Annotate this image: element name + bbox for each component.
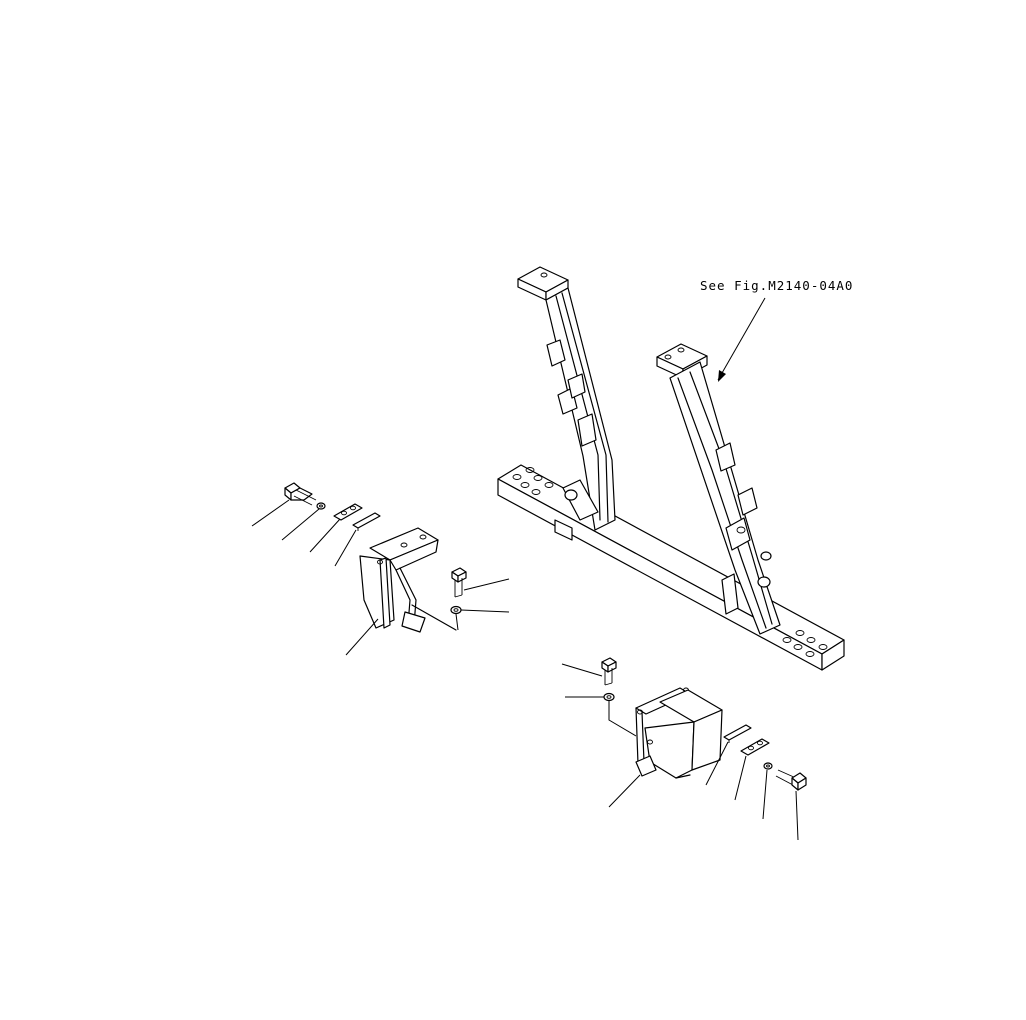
left-washer [316, 502, 326, 510]
left-bolt [284, 482, 317, 506]
right-small-washer [603, 692, 615, 702]
left-small-washer [450, 605, 462, 615]
reference-callout: See Fig.M2140-04A0 [700, 278, 853, 382]
right-bracket [635, 687, 723, 779]
right-bracket-group [561, 657, 807, 841]
right-plate [740, 738, 770, 756]
reference-label: See Fig.M2140-04A0 [700, 278, 853, 293]
frame-assembly [497, 266, 845, 671]
left-bracket-group [251, 482, 510, 656]
right-shim [723, 724, 752, 743]
right-bolt [775, 769, 807, 791]
left-small-bolt [451, 567, 467, 598]
base-beam [497, 464, 845, 671]
right-small-bolt [601, 657, 617, 686]
left-bracket [359, 527, 457, 633]
arrowhead-icon [718, 370, 726, 382]
right-upright [656, 343, 781, 635]
left-upright [517, 266, 616, 531]
left-plate [333, 503, 363, 521]
left-shim [352, 512, 381, 531]
right-washer [763, 762, 773, 770]
